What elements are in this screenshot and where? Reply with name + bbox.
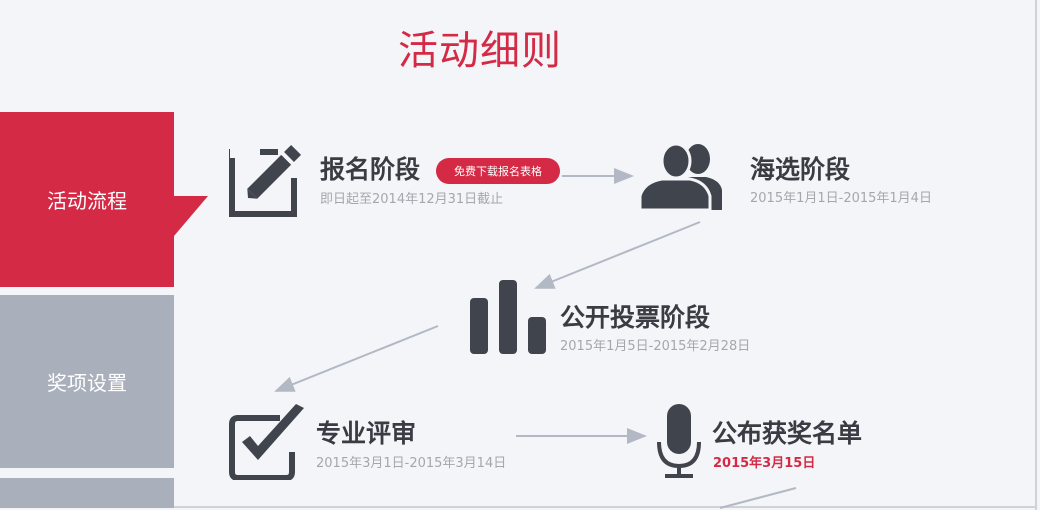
tab-activity-process-label: 活动流程 [47, 189, 127, 213]
connector-preselection-to-vote [534, 221, 701, 289]
tab-activity-process[interactable]: 活动流程 [0, 112, 174, 287]
step-preselection-date: 2015年1月1日-2015年1月4日 [750, 191, 932, 206]
active-tab-pointer [174, 196, 208, 236]
page-title: 活动细则 [398, 28, 562, 74]
window-right-border [1035, 0, 1037, 510]
step-signup-title: 报名阶段 [320, 155, 421, 184]
window-bottom-border [0, 506, 1037, 508]
connector-vote-to-review [274, 325, 439, 392]
microphone-icon [655, 402, 703, 486]
users-icon [638, 142, 724, 216]
step-review-title: 专业评审 [316, 419, 417, 448]
tab-more[interactable] [0, 478, 174, 508]
step-review-date: 2015年3月1日-2015年3月14日 [316, 456, 507, 471]
checkbox-icon [228, 402, 308, 484]
bar-chart-icon [468, 280, 550, 358]
step-vote-title: 公开投票阶段 [560, 303, 711, 332]
step-vote-date: 2015年1月5日-2015年2月28日 [560, 339, 751, 354]
edit-icon [228, 138, 308, 224]
connector-announce-next [719, 487, 797, 509]
step-announce-title: 公布获奖名单 [712, 419, 863, 448]
download-form-button[interactable]: 免费下载报名表格 [436, 158, 560, 184]
step-announce-date: 2015年3月15日 [713, 456, 816, 471]
tab-awards[interactable]: 奖项设置 [0, 295, 174, 468]
tab-awards-label: 奖项设置 [47, 371, 127, 395]
step-signup-date: 即日起至2014年12月31日截止 [320, 192, 504, 207]
step-preselection-title: 海选阶段 [750, 155, 851, 184]
